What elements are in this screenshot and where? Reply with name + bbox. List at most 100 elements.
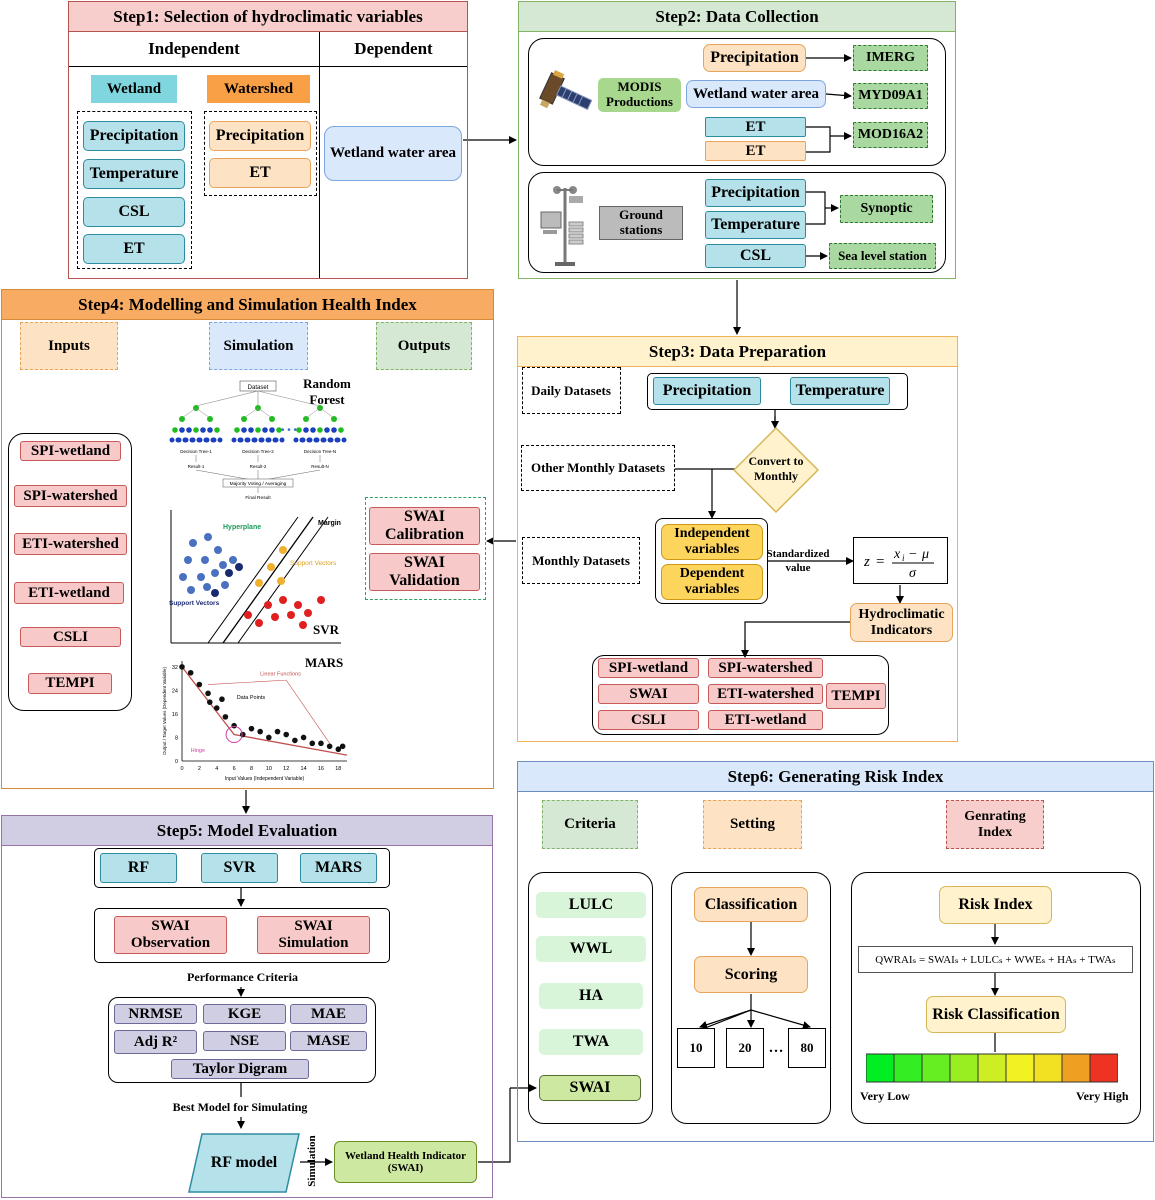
rf-tree-label: Decision Tree-2 [242, 449, 274, 454]
input-eti-watershed: ETI-watershed [14, 533, 127, 555]
rf-node [317, 427, 323, 433]
ind-eti-wetland: ETI-wetland [708, 710, 823, 730]
mars-hinge-circle [225, 726, 243, 744]
svr-blue-point [219, 561, 227, 569]
rf-node [269, 427, 275, 433]
very-high-label: Very High [1076, 1089, 1129, 1103]
scale-cell-5 [977, 1053, 1007, 1083]
svr-orange-point [277, 577, 285, 585]
inputs-group [8, 433, 132, 711]
rf-edge [181, 407, 197, 419]
svg-text:μ: μ [921, 547, 929, 562]
qwrai-formula: QWRAIₛ = SWAIₛ + LULCₛ + WWEₛ + HAₛ + TW… [858, 946, 1133, 973]
mars-x-tick: 0 [180, 766, 183, 772]
rf-leaf [293, 437, 299, 443]
rf-node [207, 427, 213, 433]
rf-model-shape [188, 1133, 300, 1193]
standardized-label: Standardized value [766, 548, 830, 574]
step5-title: Step5: Model Evaluation [2, 816, 492, 846]
rf-leaf [245, 437, 251, 443]
rf-root-link [195, 390, 259, 407]
rf-leaf [169, 437, 175, 443]
column-divider [319, 67, 320, 278]
watershed-et: ET [209, 158, 311, 188]
ind-csli: CSLI [598, 710, 699, 730]
rf-dataset-text: Dataset [248, 385, 269, 391]
modis-et-2: ET [705, 141, 806, 161]
criteria-twa: TWA [539, 1029, 643, 1055]
rf-leaf [273, 437, 279, 443]
watershed-precip: Precipitation [209, 121, 311, 151]
svr-red-point [299, 621, 307, 629]
rf-node [241, 427, 247, 433]
swai-simulation: SWAI Simulation [257, 916, 370, 954]
mars-y-tick: 32 [172, 665, 178, 671]
mars-data-point [219, 696, 225, 703]
svr-blue-point [189, 539, 197, 547]
scale-cell-4 [949, 1053, 979, 1083]
rf-leaf [238, 437, 244, 443]
rf-leaf [217, 437, 223, 443]
scale-cell-3 [921, 1053, 951, 1083]
daily-vars-group [647, 373, 908, 410]
dependent-wetland-area: Wetland water area [324, 126, 462, 181]
rf-leaf [197, 437, 203, 443]
ind-tempi: TEMPI [826, 683, 886, 709]
rf-result-label: Result-N [311, 464, 329, 469]
rf-leaf [341, 437, 347, 443]
mars-data-point [206, 699, 213, 705]
prep-precip: Precipitation [653, 377, 761, 405]
rf-node [310, 427, 316, 433]
setting-label: Setting [703, 800, 802, 849]
criteria-ha: HA [539, 983, 643, 1009]
rf-tree-label: Decision Tree-N [304, 449, 336, 454]
svr-support-point [211, 589, 219, 597]
svr-blue-point [221, 581, 229, 589]
step3-panel: Step3: Data Preparation [517, 336, 958, 742]
satellite-icon [539, 70, 593, 111]
svr-label: SVR [313, 622, 340, 637]
mars-y-tick: 0 [175, 759, 178, 765]
rf-leaf [307, 437, 313, 443]
svg-text:=: = [876, 554, 884, 570]
rf-ellipsis: • • • [281, 425, 298, 436]
wetland-csl: CSL [83, 197, 185, 227]
taylor-diagram: Taylor Digram [171, 1059, 309, 1079]
convert-diamond [733, 427, 819, 513]
models-group [94, 848, 390, 888]
inputs-label: Inputs [20, 322, 118, 370]
wetland-health-indicator: Wetland Health Indicator (SWAI) [334, 1141, 477, 1183]
modis-wetland-area: Wetland water area [686, 80, 826, 108]
rf-node [269, 416, 275, 422]
setting-group [671, 872, 831, 1124]
indicators-group [592, 655, 889, 735]
svr-blue-point [184, 556, 192, 564]
mars-linear-pointer [208, 679, 287, 685]
swai-validation: SWAI Validation [369, 553, 480, 591]
ind-spi-wetland: SPI-wetland [598, 658, 699, 678]
rf-edge [305, 407, 321, 419]
mars-data-point [309, 740, 316, 747]
monthly-datasets: Monthly Datasets [522, 537, 640, 584]
ind-eti-watershed: ETI-watershed [708, 684, 823, 704]
svr-blue-point [201, 556, 209, 564]
svr-margin-label: Margin [318, 520, 341, 527]
sea-level-station: Sea level station [829, 243, 936, 269]
mars-points-label: Data Points [237, 695, 266, 701]
mars-data-point [187, 669, 194, 676]
rf-leaf [321, 437, 327, 443]
svr-red-point [244, 611, 252, 619]
outputs-label: Outputs [376, 322, 472, 370]
rf-leaf [328, 437, 334, 443]
mars-x-tick: 6 [233, 766, 236, 772]
svr-red-point [279, 596, 287, 604]
rf-leaf [231, 437, 237, 443]
svg-text:σ: σ [909, 566, 917, 581]
mars-x-label: Input Values (Independent Variable) [225, 776, 305, 782]
rf-leaf [300, 437, 306, 443]
svr-blue-point [197, 573, 205, 581]
step1-title: Step1: Selection of hydroclimatic variab… [69, 2, 467, 32]
